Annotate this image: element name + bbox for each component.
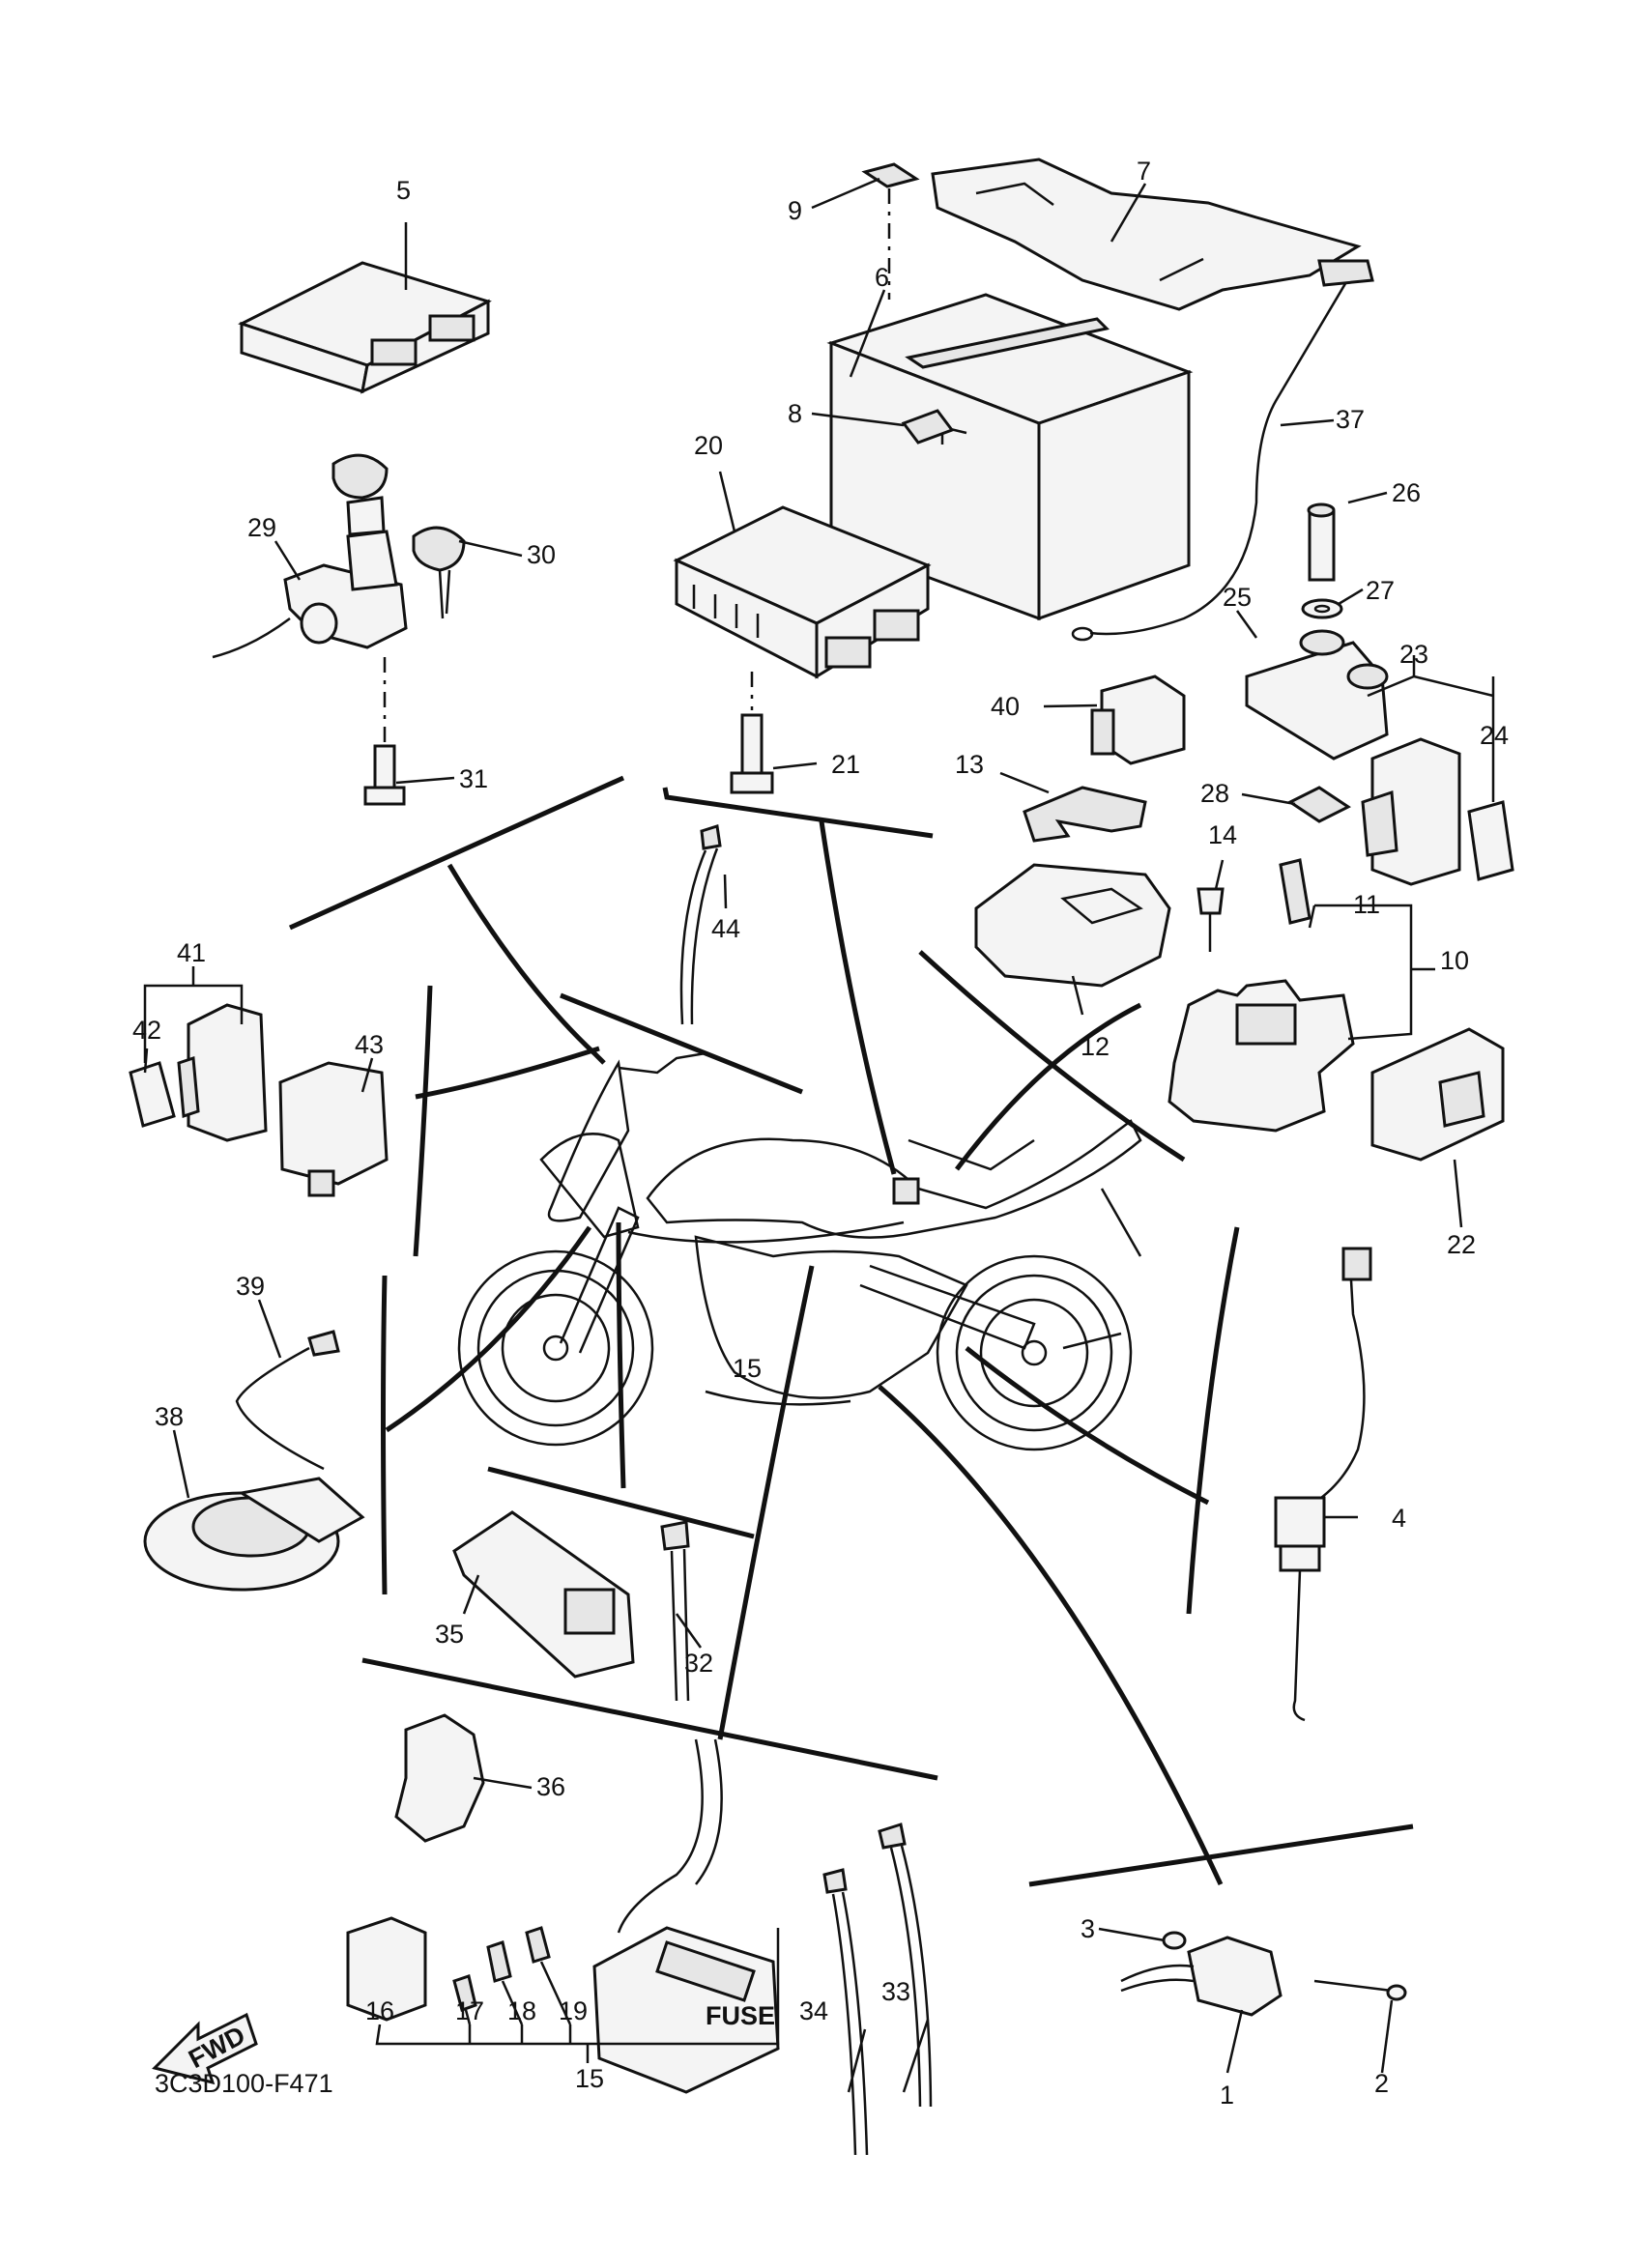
callout-9: 9	[788, 196, 802, 225]
callout-3: 3	[1081, 1914, 1095, 1943]
callout-34: 34	[799, 1996, 828, 2025]
part-17-fuse	[452, 1974, 477, 2012]
callout-15-fusebox: 15	[575, 2064, 604, 2093]
callout-17: 17	[455, 1996, 484, 2025]
callout-35: 35	[435, 1620, 464, 1649]
part-7-battery-cover	[931, 158, 1362, 311]
callout-15-harness: 15	[733, 1354, 762, 1383]
part-21-bolt	[730, 672, 774, 794]
part-4-sensor	[1274, 1247, 1372, 1722]
part-33-band	[878, 1823, 933, 2108]
part-26-bolt	[1307, 502, 1336, 582]
callout-30: 30	[527, 540, 556, 569]
part-25-relay	[1245, 629, 1389, 761]
part-43-relay	[278, 1061, 389, 1197]
part-5-ecu	[238, 261, 492, 394]
part-3-nut	[1162, 1931, 1187, 1950]
callout-20: 20	[694, 431, 723, 460]
part-30-key	[412, 526, 466, 619]
part-10-starter-relay	[1167, 979, 1355, 1133]
callout-1: 1	[1220, 2081, 1234, 2110]
part-27-washer	[1301, 598, 1343, 619]
callout-7: 7	[1137, 157, 1151, 186]
diagram-code: 3C3D100-F471	[155, 2069, 333, 2098]
callout-28: 28	[1200, 779, 1229, 808]
part-8-battery-band	[901, 409, 955, 445]
callout-33: 33	[881, 1977, 910, 2006]
part-29-main-switch	[212, 453, 408, 806]
callout-2: 2	[1374, 2069, 1389, 2098]
callout-44: 44	[711, 914, 740, 943]
callout-16: 16	[365, 1996, 394, 2025]
part-34-band	[822, 1868, 869, 2156]
callout-26: 26	[1392, 478, 1421, 507]
part-22-relay	[1370, 1027, 1505, 1162]
motorcycle-illustration	[457, 1051, 1142, 1451]
part-41-relay	[177, 1003, 268, 1142]
callout-8: 8	[788, 399, 802, 428]
part-38-horn	[143, 1477, 365, 1592]
part-11-fuse	[1279, 858, 1312, 925]
section-leaders	[385, 820, 1224, 1886]
section-dividers	[288, 775, 1414, 1887]
part-19-fuse	[525, 1926, 551, 1964]
callout-39: 39	[236, 1272, 265, 1301]
part-13-cushion	[1023, 786, 1147, 843]
part-24-cover	[1467, 800, 1514, 881]
callout-19: 19	[559, 1996, 588, 2025]
callout-29: 29	[247, 513, 276, 542]
part-39-tie-band	[235, 1330, 340, 1471]
callout-13: 13	[955, 750, 984, 779]
callout-22: 22	[1447, 1230, 1476, 1259]
callout-11: 11	[1353, 890, 1380, 919]
callout-leaders	[143, 177, 1495, 2093]
part-28-plate	[1287, 786, 1351, 823]
callout-23: 23	[1399, 640, 1428, 669]
part-40-relay	[1090, 675, 1186, 765]
callout-36: 36	[536, 1772, 565, 1801]
callout-21: 21	[831, 750, 860, 779]
callout-42: 42	[132, 1016, 161, 1045]
fwd-arrow-icon: FWD	[152, 2012, 258, 2085]
callout-14: 14	[1208, 820, 1237, 849]
part-12-cover	[974, 863, 1171, 988]
part-32-clamp	[660, 1520, 690, 1702]
part-16-relay	[346, 1916, 427, 2022]
part-18-fuse	[486, 1940, 512, 1983]
callout-12: 12	[1081, 1032, 1110, 1061]
part-36-clamp	[394, 1713, 485, 1843]
part-35-sheet	[452, 1510, 635, 1679]
callout-numbers: 5 6 7 8 9 20 21 37 26 27 25 23 24 40 13 …	[132, 157, 1509, 2110]
callout-4: 4	[1392, 1504, 1406, 1533]
part-37-battery-lead	[1071, 259, 1374, 642]
callout-27: 27	[1366, 576, 1395, 605]
fuse-label: FUSE	[706, 2001, 775, 2030]
part-14-screw	[1196, 887, 1225, 952]
callout-43: 43	[355, 1030, 384, 1059]
callout-10: 10	[1440, 946, 1469, 975]
part-20-rectifier	[673, 505, 932, 679]
part-1-sensor	[1120, 1936, 1283, 2017]
callout-38: 38	[155, 1402, 184, 1431]
part-15-wire-harness	[617, 1738, 723, 1934]
callout-41: 41	[177, 938, 206, 967]
callout-32: 32	[684, 1649, 713, 1678]
callout-24: 24	[1480, 721, 1509, 750]
callout-37: 37	[1336, 405, 1365, 434]
part-15-fuse-box	[592, 1926, 780, 2094]
part-2-bolt	[1313, 1979, 1407, 2001]
part-23-relay	[1361, 737, 1461, 886]
callout-18: 18	[507, 1996, 536, 2025]
callout-40: 40	[991, 692, 1020, 721]
callout-6: 6	[875, 263, 889, 292]
part-9-band	[861, 162, 920, 300]
part-44-tie-band	[679, 824, 722, 1025]
callout-31: 31	[459, 764, 488, 793]
part-42-cover	[129, 1061, 176, 1128]
callout-5: 5	[396, 176, 411, 205]
callout-25: 25	[1223, 583, 1252, 612]
